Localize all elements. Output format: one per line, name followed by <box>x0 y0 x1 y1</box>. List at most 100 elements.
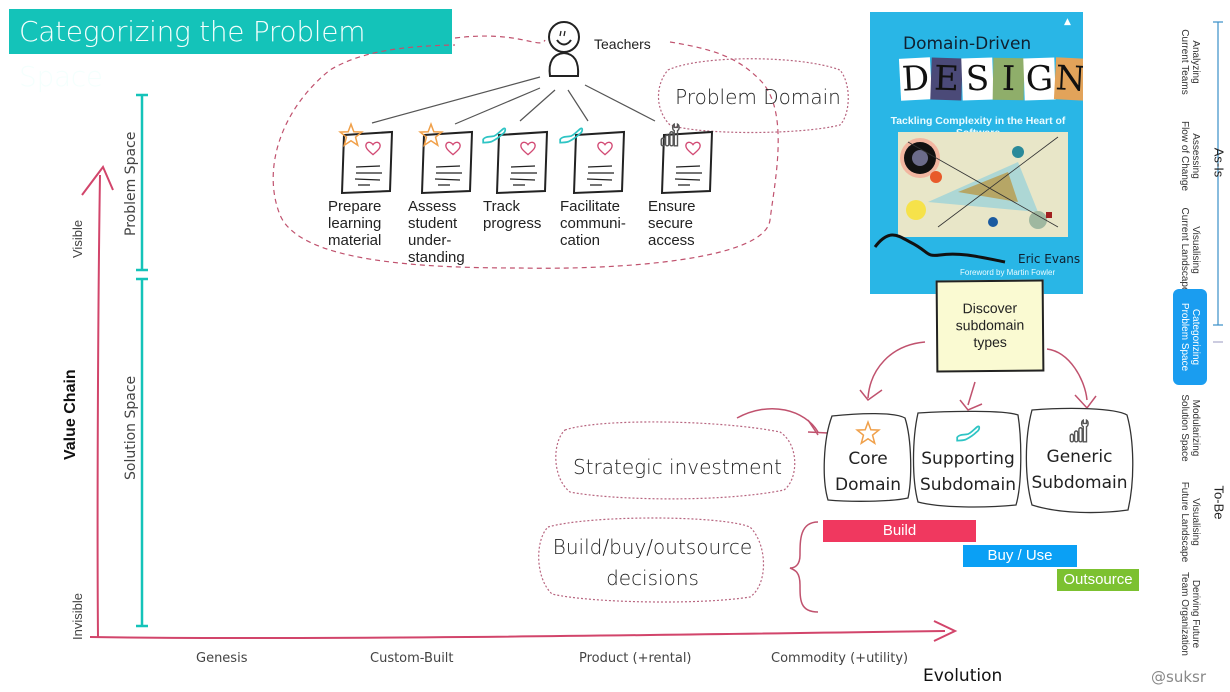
star-icon <box>418 122 444 148</box>
as-is-bracket <box>1213 21 1223 343</box>
hand-icon <box>482 127 507 144</box>
problem-domain-cloud <box>657 58 849 134</box>
outsource-bar: Outsource <box>1057 569 1139 591</box>
book-foreword: Foreword by Martin Fowler <box>960 268 1056 277</box>
capability-label-line: student <box>408 215 458 232</box>
nav-item-line2: Future Landscape <box>1179 481 1190 563</box>
capability-label-line: Ensure <box>648 198 696 215</box>
wrench-bars-icon <box>660 123 680 147</box>
capability-label-line: secure <box>648 215 694 232</box>
x-axis-arrowhead <box>933 620 958 642</box>
problem-domain-label: Problem Domain <box>675 85 841 109</box>
author-handle: @suksr <box>1151 668 1206 686</box>
strategic-investment-cloud <box>555 421 796 500</box>
nav-item-line2: Solution Space <box>1179 394 1190 462</box>
capability-label-line: Assess <box>408 198 457 215</box>
book-title-letter: E <box>930 57 963 101</box>
subdomain-label-line: Subdomain <box>919 475 1017 495</box>
y-axis-title: Value Chain <box>62 369 79 460</box>
capability-label-line: Prepare <box>328 198 382 215</box>
nav-item-line1: Deriving Future <box>1190 579 1201 649</box>
capability-label-line: standing <box>408 249 465 266</box>
nav-item-line2: Problem Space <box>1179 302 1190 372</box>
sticky-note-line: subdomain <box>955 316 1025 334</box>
capability-label-line: material <box>328 232 382 249</box>
x-tick-custom-built: Custom-Built <box>370 651 454 666</box>
y-axis-top-label: Visible <box>70 219 85 258</box>
generic-subdomain-box <box>1025 407 1134 514</box>
capability-label-line: Track <box>483 198 520 215</box>
solution-space-bracket <box>136 277 148 628</box>
x-axis-title: Evolution <box>923 666 1003 686</box>
heart-icon <box>445 141 461 156</box>
y-axis-bottom-label: Invisible <box>70 593 85 640</box>
book-title-letter: N <box>1053 57 1083 101</box>
book-title-letter: D <box>898 57 933 101</box>
problem-space-label: Problem Space <box>123 131 139 236</box>
decisions-cloud <box>538 517 765 603</box>
nav-item-line2: Current Landscape <box>1179 207 1190 293</box>
subdomain-label-line: Core <box>848 449 888 469</box>
sticky-arrows <box>736 341 1097 436</box>
nav-item-line1: Modularizing <box>1190 399 1201 457</box>
nav-item-line1: Visualising <box>1190 498 1201 546</box>
decisions-label-line2: decisions <box>606 566 699 590</box>
actor-label: Teachers <box>594 36 651 52</box>
strategic-investment-label: Strategic investment <box>572 455 782 479</box>
book-title-letter: S <box>961 57 994 101</box>
to-be-label: To-Be <box>1211 485 1227 520</box>
core-domain-box <box>823 412 912 502</box>
sticky-note-line: types <box>973 333 1007 351</box>
heart-icon <box>685 141 701 156</box>
capability-label-line: under- <box>408 232 452 249</box>
problem-space-bracket <box>136 93 148 272</box>
capability-label-line: access <box>648 232 695 249</box>
book-title-letter: G <box>1023 57 1056 101</box>
star-icon <box>855 420 881 446</box>
heart-icon <box>597 141 613 156</box>
nav-item-line2: Current Teams <box>1179 29 1190 95</box>
book-title-top: Domain-Driven <box>903 34 1032 54</box>
star-icon <box>338 122 364 148</box>
x-tick-commodity: Commodity (+utility) <box>771 651 909 666</box>
solution-space-label: Solution Space <box>123 375 139 480</box>
subdomain-label-line: Generic <box>1046 447 1113 467</box>
book-painting <box>898 132 1068 237</box>
nav-item-line1: Categorizing <box>1190 308 1201 366</box>
x-axis-line <box>89 630 946 640</box>
subdomain-label-line: Domain <box>835 475 901 495</box>
nav-item-line1: Visualising <box>1190 226 1201 274</box>
subdomain-label-line: Subdomain <box>1031 473 1128 493</box>
decisions-label-line1: Build/buy/outsource <box>552 535 753 559</box>
hand-icon <box>559 127 584 144</box>
x-tick-genesis: Genesis <box>196 651 248 666</box>
problem-area-boundary <box>272 35 779 269</box>
nav-item-line2: Flow of Change <box>1179 120 1190 192</box>
nav-item-line2: Team Organization <box>1179 572 1190 656</box>
book-author: Eric Evans <box>1018 252 1081 266</box>
curly-brace <box>789 521 819 613</box>
capability-label-line: communi- <box>560 215 626 232</box>
